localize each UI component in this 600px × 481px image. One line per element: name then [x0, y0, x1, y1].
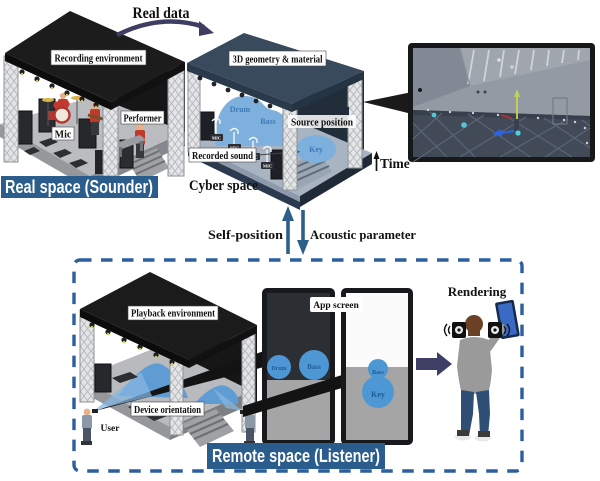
svg-text:Drum: Drum [230, 105, 251, 114]
svg-text:Real space (Sounder): Real space (Sounder) [5, 177, 153, 197]
svg-text:Rendering: Rendering [448, 284, 507, 299]
svg-text:Bass: Bass [307, 363, 321, 371]
svg-text:Key: Key [371, 390, 385, 399]
svg-text:MIC: MIC [263, 164, 272, 169]
svg-text:3D geometry & material: 3D geometry & material [233, 55, 323, 66]
svg-text:Recorded sound: Recorded sound [192, 151, 253, 162]
svg-text:Playback environment: Playback environment [131, 309, 216, 320]
svg-text:Mic: Mic [55, 130, 72, 141]
svg-text:Self-position: Self-position [208, 228, 283, 242]
svg-text:Time: Time [380, 156, 410, 171]
svg-text:Performer: Performer [124, 114, 162, 125]
svg-text:Acoustic parameter: Acoustic parameter [310, 228, 416, 242]
svg-text:Bass: Bass [372, 370, 384, 376]
svg-text:App screen: App screen [313, 301, 359, 311]
svg-text:Remote space (Listener): Remote space (Listener) [212, 446, 380, 466]
svg-text:Bass: Bass [260, 117, 276, 126]
svg-text:Real data: Real data [133, 5, 190, 22]
svg-text:User: User [101, 424, 121, 434]
svg-text:Source position: Source position [291, 118, 353, 129]
svg-text:Cyber space: Cyber space [189, 178, 258, 194]
svg-text:Recording environment: Recording environment [55, 54, 144, 65]
svg-text:Key: Key [309, 145, 323, 154]
svg-text:Drum: Drum [271, 366, 286, 372]
svg-text:MIC: MIC [212, 136, 221, 141]
svg-text:Device orientation: Device orientation [134, 405, 201, 416]
